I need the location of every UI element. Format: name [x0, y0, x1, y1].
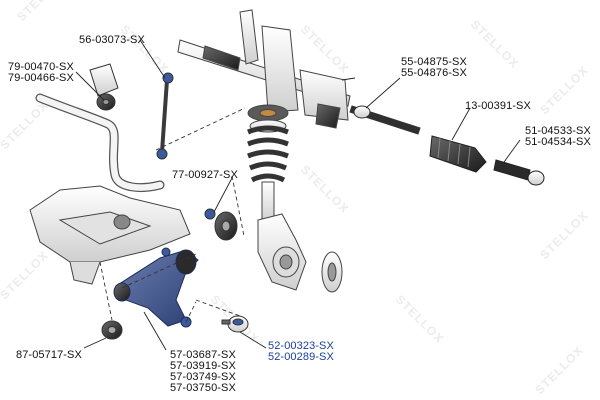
watermark-text: STELLOX — [393, 292, 447, 346]
part-number-control-arm-c: 57-03749-SX — [170, 371, 236, 383]
ball-joint — [221, 315, 249, 333]
part-number-upper-bushing: 77-00927-SX — [172, 169, 238, 181]
part-number-control-arm-a: 57-03687-SX — [170, 349, 236, 361]
part-number-stabilizer-bushing-b: 79-00466-SX — [8, 72, 74, 84]
rack-boot — [429, 135, 487, 173]
subframe — [29, 185, 191, 285]
wheel-hub — [321, 251, 343, 293]
steering-knuckle — [257, 213, 307, 291]
part-number-boot: 13-00391-SX — [465, 100, 531, 112]
leader-lines — [75, 39, 521, 351]
steering-rod — [349, 105, 421, 135]
part-number-tie-rod-end-b: 51-04534-SX — [525, 136, 591, 148]
part-number-steering-rod-b: 55-04876-SX — [401, 67, 467, 79]
stabilizer-bar — [35, 93, 165, 192]
assembly-dashed-lines — [99, 107, 246, 323]
watermark-text: STELLOX — [532, 343, 586, 397]
part-number-ball-joint-a: 52-00323-SX — [268, 340, 334, 352]
upper-bushing — [204, 208, 238, 241]
watermark-text: STELLOX — [537, 63, 591, 117]
part-number-tie-rod-end-a: 51-04533-SX — [525, 125, 591, 137]
watermark-text: STELLOX — [0, 98, 51, 152]
part-number-stabilizer-bushing-a: 79-00470-SX — [8, 61, 74, 73]
arm-bushing — [101, 320, 123, 340]
watermark-text: STELLOX — [298, 162, 352, 216]
stabilizer-link — [156, 72, 174, 160]
tie-rod-end — [493, 159, 545, 186]
part-number-ball-joint-b: 52-00289-SX — [268, 351, 334, 363]
watermark-text: STELLOX — [468, 17, 522, 71]
watermark-text: STELLOX — [0, 248, 51, 302]
part-number-arm-bushing: 87-05717-SX — [16, 349, 82, 361]
steering-rack — [177, 9, 351, 129]
part-number-stabilizer-link: 56-03073-SX — [79, 34, 145, 46]
part-number-control-arm-d: 57-03750-SX — [170, 382, 236, 394]
watermark-text: STELLOX — [298, 22, 352, 76]
stabilizer-bushing — [89, 63, 119, 111]
watermark-text: STELLOX — [118, 22, 172, 76]
strut-assembly — [247, 104, 289, 223]
control-arm — [113, 247, 199, 328]
part-number-control-arm-b: 57-03919-SX — [170, 360, 236, 372]
part-number-steering-rod-a: 55-04875-SX — [401, 56, 467, 68]
watermark-text: STELLOX — [537, 208, 591, 262]
watermark-text: STELLOX — [14, 0, 68, 24]
